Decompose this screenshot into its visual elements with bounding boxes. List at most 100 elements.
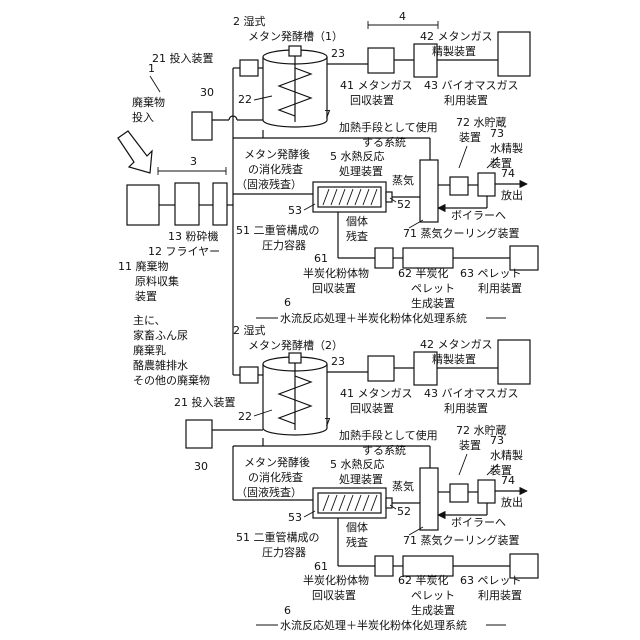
steam-label: 蒸気	[392, 479, 414, 493]
water-storage-box	[450, 484, 468, 502]
water-purification-box	[478, 173, 495, 196]
digest-3: （固液残査）	[236, 177, 302, 191]
biomass-gas-use-box	[498, 340, 530, 384]
tank-1-title: メタン発酵槽（1）	[248, 29, 343, 43]
label-43b: 利用装置	[444, 402, 488, 415]
label-71: 71 蒸気クーリング装置	[403, 533, 520, 547]
label-62c: 生成装置	[411, 296, 455, 310]
label-61c: 回収装置	[312, 589, 356, 602]
label-wet: 2 湿式	[233, 15, 266, 28]
heat-use-2: する系統	[362, 135, 406, 149]
discharge-label: 放出	[501, 495, 523, 509]
waste-collection-box	[127, 185, 159, 225]
label-53: 53	[288, 511, 302, 524]
label-63: 63 ペレット	[460, 267, 522, 280]
label-62c: 生成装置	[411, 603, 455, 617]
label-61b: 半炭化粉体物	[303, 573, 369, 587]
label-22: 22	[238, 410, 252, 423]
label-5b: 処理装置	[339, 165, 383, 178]
label-52: 52	[397, 505, 411, 518]
fryer-box	[213, 183, 227, 225]
label-74: 74	[501, 167, 515, 180]
label-30-top: 30	[200, 86, 214, 99]
label-crusher: 13 粉砕機	[168, 229, 219, 243]
label-73: 73	[490, 127, 504, 140]
label-61b: 半炭化粉体物	[303, 266, 369, 280]
pellet-generation-box	[403, 556, 453, 576]
digest-2: の消化残査	[248, 470, 303, 484]
label-3: 3	[190, 155, 197, 168]
label-30-bottom: 30	[194, 460, 208, 473]
discharge-label: 放出	[501, 188, 523, 202]
label-23: 23	[331, 355, 345, 368]
label-61c: 回収装置	[312, 282, 356, 295]
label-21: 21 投入装置	[152, 51, 214, 65]
label-51-2: 圧力容器	[262, 238, 306, 252]
methane-recovery-box	[368, 356, 394, 381]
label-74: 74	[501, 474, 515, 487]
powder-recovery-box	[375, 248, 393, 268]
unit-2: 2 湿式 メタン発酵槽（2） 21 投入装置 22 23 42 メタンガス 精製…	[174, 324, 538, 632]
crusher-box	[175, 183, 199, 225]
water-purification-box	[478, 480, 495, 503]
label-42b: 精製装置	[432, 44, 476, 58]
solid-2: 残査	[346, 229, 368, 243]
label-7: 7	[324, 416, 331, 429]
label-72b: 装置	[459, 439, 481, 452]
methane-recovery-box	[368, 48, 394, 73]
label-73b: 水精製	[490, 141, 523, 155]
note-line: 酪農雑排水	[133, 358, 188, 372]
label-51-2: 圧力容器	[262, 545, 306, 559]
boiler-label: ボイラーへ	[451, 516, 506, 529]
label-43b: 利用装置	[444, 94, 488, 107]
digest-1: メタン発酵後	[244, 147, 310, 161]
note-line: 廃棄乳	[133, 343, 166, 357]
label-51-1: 51 二重管構成の	[236, 530, 320, 544]
label-63b: 利用装置	[478, 282, 522, 295]
label-6: 6	[284, 296, 291, 309]
label-21: 21 投入装置	[174, 395, 236, 409]
system-6-label: 水流反応処理＋半炭化粉体化処理系統	[280, 618, 467, 632]
label-41b: 回収装置	[350, 402, 394, 415]
heat-use-1: 加熱手段として使用	[339, 120, 438, 134]
pellet-generation-box	[403, 248, 453, 268]
waste-input-arrow	[118, 131, 152, 173]
label-43: 43 バイオマスガス	[424, 79, 519, 92]
label-43: 43 バイオマスガス	[424, 387, 519, 400]
label-fryer: 12 フライヤー	[148, 245, 220, 258]
label-72b: 装置	[459, 131, 481, 144]
solid-1: 個体	[346, 520, 368, 534]
label-42: 42 メタンガス	[420, 338, 493, 351]
label-62: 62 半炭化	[398, 573, 449, 587]
label-7: 7	[324, 108, 331, 121]
water-storage-box	[450, 177, 468, 195]
label-waste: 廃棄物	[132, 95, 165, 109]
digest-2: の消化残査	[248, 162, 303, 176]
solid-2: 残査	[346, 535, 368, 549]
steam-cooling-box	[420, 160, 438, 222]
label-5: 5 水熱反応	[330, 457, 385, 471]
solid-1: 個体	[346, 214, 368, 228]
boiler-label: ボイラーへ	[451, 209, 506, 222]
label-5: 5 水熱反応	[330, 149, 385, 163]
steam-cooling-box	[420, 468, 438, 530]
label-73b: 水精製	[490, 448, 523, 462]
label-collection-3: 装置	[135, 290, 157, 303]
box-30-top	[192, 112, 212, 140]
label-collection-2: 原料収集	[135, 274, 179, 288]
tank-2-title: メタン発酵槽（2）	[248, 338, 343, 352]
note-line: その他の廃棄物	[133, 373, 210, 387]
powder-recovery-box	[375, 556, 393, 576]
box-30-bottom	[186, 420, 212, 448]
label-22: 22	[238, 93, 252, 106]
label-73: 73	[490, 434, 504, 447]
steam-label: 蒸気	[392, 173, 414, 187]
label-63b: 利用装置	[478, 589, 522, 602]
label-63: 63 ペレット	[460, 574, 522, 587]
label-6: 6	[284, 604, 291, 617]
label-62b: ペレット	[411, 282, 455, 295]
label-input: 投入	[132, 110, 154, 124]
label-62: 62 半炭化	[398, 266, 449, 280]
heat-use-1: 加熱手段として使用	[339, 428, 438, 442]
